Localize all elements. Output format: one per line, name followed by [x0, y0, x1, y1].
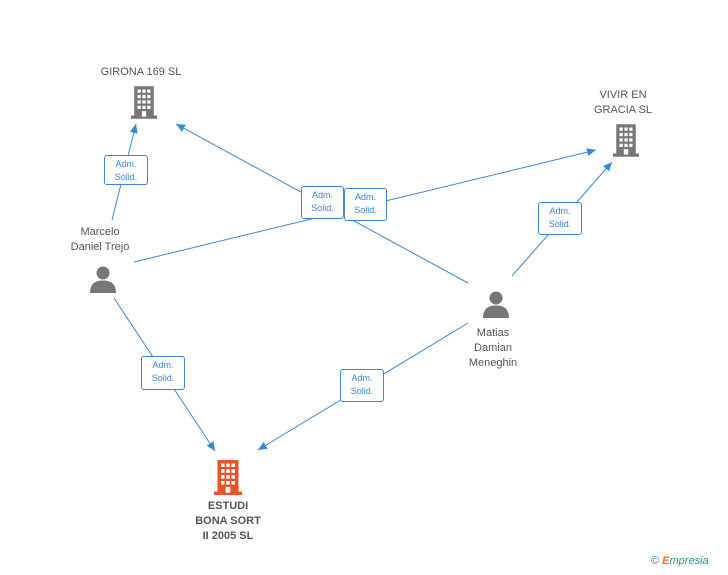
relation-role: Adm.: [152, 360, 174, 370]
building-icon-estudi[interactable]: [214, 460, 242, 495]
relation-qualifier: Solid.: [311, 203, 334, 213]
company-label-vivir[interactable]: VIVIR EN GRACIA SL: [593, 89, 653, 116]
relation-qualifier: Solid.: [114, 172, 138, 182]
relation-qualifier: Solid.: [354, 205, 377, 215]
relation-qualifier: Solid.: [548, 219, 572, 229]
relation-role: Adm.: [549, 206, 571, 216]
brand-logo-text: mpresia: [669, 555, 709, 567]
relation-role: Adm.: [115, 159, 137, 169]
relation-badge[interactable]: Adm. Solid.: [141, 356, 185, 390]
copyright-symbol: ©: [651, 555, 660, 567]
relation-qualifier: Solid.: [350, 386, 374, 396]
relation-badge[interactable]: Adm. Solid.: [104, 155, 148, 185]
watermark: © Empresia: [651, 555, 709, 567]
relation-badge[interactable]: Adm. Solid.: [344, 188, 387, 221]
relation-badge[interactable]: Adm. Solid.: [340, 369, 384, 402]
relation-qualifier: Solid.: [151, 373, 175, 383]
icons: [90, 86, 639, 495]
company-label-estudi[interactable]: ESTUDI BONA SORT II 2005 SL: [195, 500, 261, 542]
person-label-marcelo[interactable]: Marcelo Daniel Trejo: [70, 226, 130, 253]
building-icon-vivir[interactable]: [613, 124, 639, 157]
person-icon-marcelo[interactable]: [90, 266, 116, 294]
brand-logo-e: E: [662, 555, 670, 567]
person-label-matias[interactable]: Matias Damian Meneghin: [468, 327, 518, 369]
relation-role: Adm.: [351, 373, 373, 383]
relation-role: Adm.: [311, 190, 333, 200]
relation-role: Adm.: [354, 192, 376, 202]
person-icon-matias[interactable]: [483, 291, 509, 319]
relation-badge[interactable]: Adm. Solid.: [301, 186, 344, 219]
building-icon-girona[interactable]: [131, 86, 157, 119]
company-label-girona[interactable]: GIRONA 169 SL: [100, 66, 182, 78]
relation-badge[interactable]: Adm. Solid.: [538, 202, 582, 235]
